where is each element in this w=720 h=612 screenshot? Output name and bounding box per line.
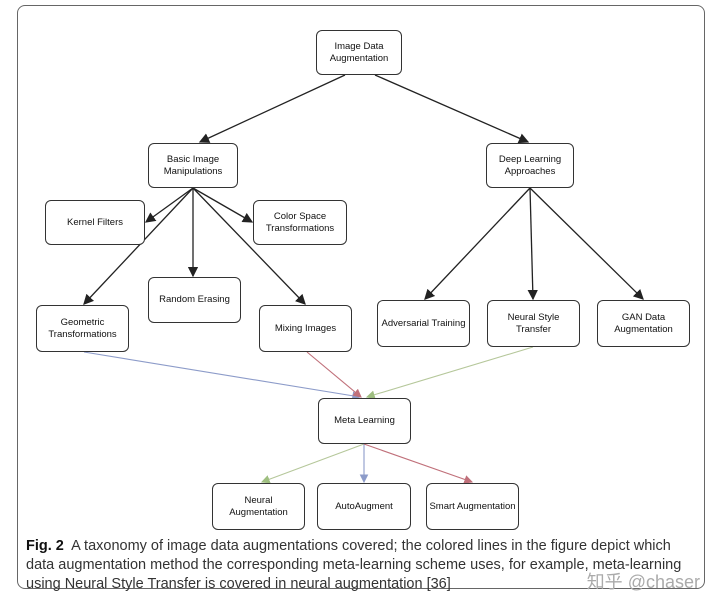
node-neural-augmentation: Neural Augmentation — [212, 483, 305, 530]
node-neural-style-transfer: Neural Style Transfer — [487, 300, 580, 347]
node-autoaugment: AutoAugment — [317, 483, 411, 530]
node-geometric-transformations: Geometric Transformations — [36, 305, 129, 352]
edge-nst-meta — [365, 346, 534, 399]
edge-root-deep — [374, 74, 530, 144]
node-color-space-transformations: Color Space Transformations — [253, 200, 347, 245]
edge-deep-nst — [527, 187, 538, 301]
edge-basic-mixing — [192, 187, 306, 305]
node-meta-learning: Meta Learning — [318, 398, 411, 444]
edge-basic-geometric — [83, 187, 194, 305]
node-kernel-filters: Kernel Filters — [45, 200, 145, 245]
caption-text: A taxonomy of image data augmentations c… — [26, 538, 682, 592]
edge-deep-gan — [529, 187, 644, 300]
caption-label: Fig. 2 — [26, 538, 64, 554]
node-gan-data-augmentation: GAN Data Augmentation — [597, 300, 690, 347]
edge-root-basic — [198, 74, 346, 143]
node-basic-image-manipulations: Basic Image Manipulations — [148, 143, 238, 188]
edge-geometric-meta — [83, 351, 362, 401]
node-adversarial-training: Adversarial Training — [377, 300, 470, 347]
watermark: 知乎 @chaser — [586, 572, 700, 592]
node-mixing-images: Mixing Images — [259, 305, 352, 352]
node-deep-learning-approaches: Deep Learning Approaches — [486, 143, 574, 188]
edge-meta-neural-aug — [260, 443, 365, 484]
edge-basic-kernel — [144, 187, 194, 223]
node-smart-augmentation: Smart Augmentation — [426, 483, 519, 530]
edge-meta-smart-aug — [363, 443, 474, 484]
figure-caption: Fig. 2 A taxonomy of image data augmenta… — [26, 537, 696, 594]
edge-mixing-meta — [306, 351, 362, 398]
edge-basic-color — [192, 187, 254, 223]
edge-deep-adversarial — [424, 187, 531, 300]
figure-frame — [17, 5, 705, 589]
node-random-erasing: Random Erasing — [148, 277, 241, 323]
node-image-data-augmentation: Image Data Augmentation — [316, 30, 402, 75]
